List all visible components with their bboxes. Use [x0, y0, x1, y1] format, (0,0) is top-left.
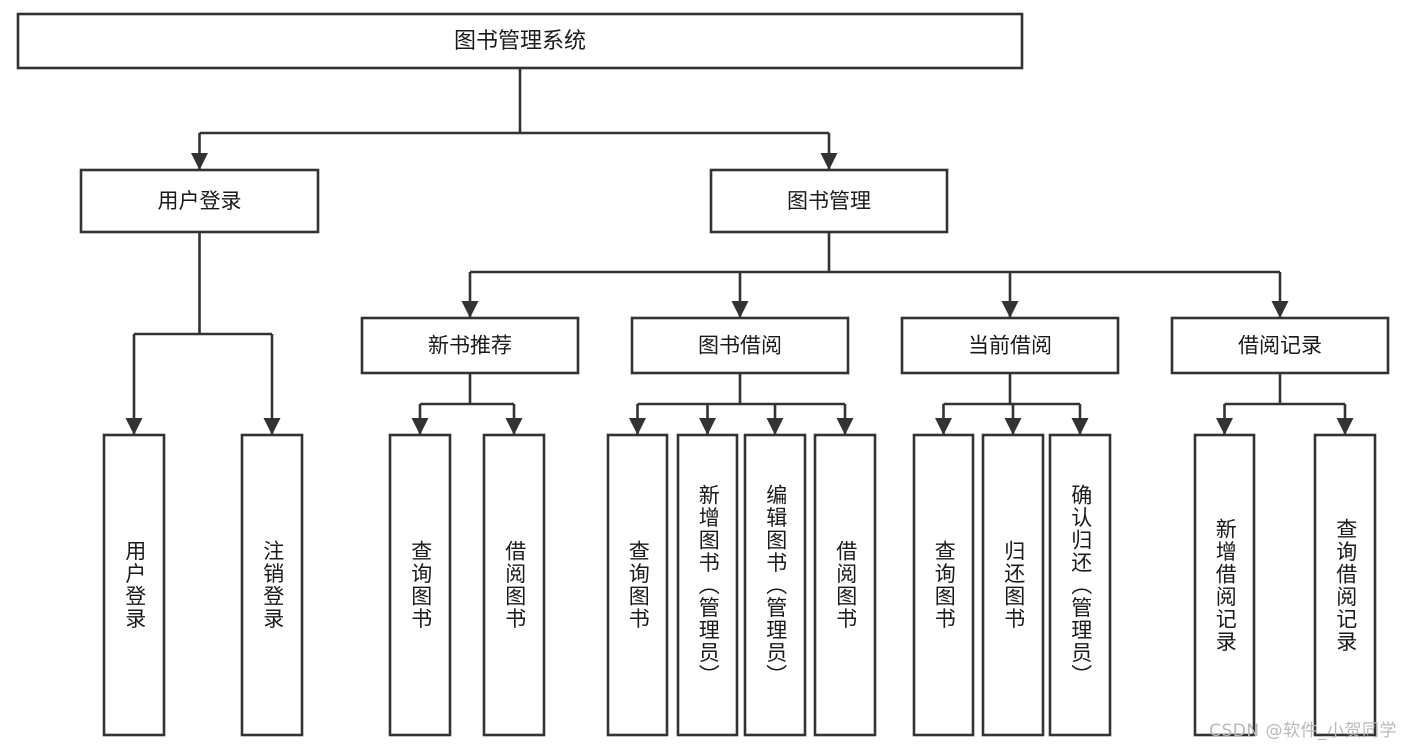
arrow-head-icon [1271, 301, 1289, 318]
node-label-user-login: 用户登录 [158, 189, 242, 213]
node-leaf-leaf-add-book[interactable] [676, 433, 739, 737]
arrow-head-icon [125, 418, 143, 435]
node-leaf-leaf-borrow-book[interactable] [813, 433, 877, 737]
connectors-layer [125, 68, 1354, 435]
node-leaf-leaf-logout[interactable] [240, 433, 304, 737]
arrow-head-icon [1071, 418, 1089, 435]
arrow-head-icon [461, 301, 479, 318]
node-level3-current-borrow[interactable] [900, 316, 1120, 375]
arrow-head-icon [699, 418, 716, 435]
arrow-head-icon [836, 418, 854, 435]
node-leaf-leaf-confirm-return[interactable] [1048, 433, 1112, 737]
arrow-head-icon [820, 153, 838, 170]
node-label-book-management: 图书管理 [787, 189, 871, 213]
node-label-current-borrow: 当前借阅 [968, 334, 1052, 358]
node-leaf-leaf-query-book-current[interactable] [912, 433, 975, 737]
node-level2-user-login[interactable] [79, 168, 320, 234]
node-leaf-leaf-return-book[interactable] [981, 433, 1045, 737]
node-label-book-borrow: 图书借阅 [698, 334, 782, 358]
arrow-head-icon [731, 301, 749, 318]
node-label-root: 图书管理系统 [454, 29, 586, 54]
arrow-head-icon [505, 418, 523, 435]
node-leaf-leaf-user-login[interactable] [102, 433, 166, 737]
node-level3-borrow-record[interactable] [1170, 316, 1390, 375]
node-leaf-leaf-edit-book[interactable] [743, 433, 807, 737]
node-level3-book-borrow[interactable] [630, 316, 850, 375]
arrow-head-icon [263, 418, 281, 435]
node-root-root[interactable] [16, 12, 1024, 70]
arrow-head-icon [629, 418, 646, 435]
node-leaf-leaf-add-borrow-record[interactable] [1193, 433, 1256, 737]
node-leaf-leaf-borrow-book-recommend[interactable] [482, 433, 546, 737]
node-leaf-leaf-query-book-borrow[interactable] [606, 433, 669, 737]
boxes-layer [16, 12, 1390, 737]
node-leaf-leaf-query-borrow-record[interactable] [1313, 433, 1377, 737]
node-leaf-leaf-query-book-recommend[interactable] [388, 433, 452, 737]
watermark-text: CSDN @软件_小贺同学 [1209, 721, 1397, 741]
arrow-head-icon [1001, 301, 1019, 318]
arrow-head-icon [1216, 418, 1233, 435]
node-level3-new-book-recommend[interactable] [360, 316, 580, 375]
node-level2-book-management[interactable] [709, 168, 949, 234]
arrow-head-icon [935, 418, 952, 435]
arrow-head-icon [1336, 418, 1354, 435]
arrow-head-icon [1004, 418, 1022, 435]
arrow-head-icon [191, 153, 208, 170]
node-label-new-book-recommend: 新书推荐 [428, 334, 512, 358]
node-label-borrow-record: 借阅记录 [1238, 334, 1322, 358]
arrow-head-icon [411, 418, 429, 435]
arrow-head-icon [766, 418, 784, 435]
